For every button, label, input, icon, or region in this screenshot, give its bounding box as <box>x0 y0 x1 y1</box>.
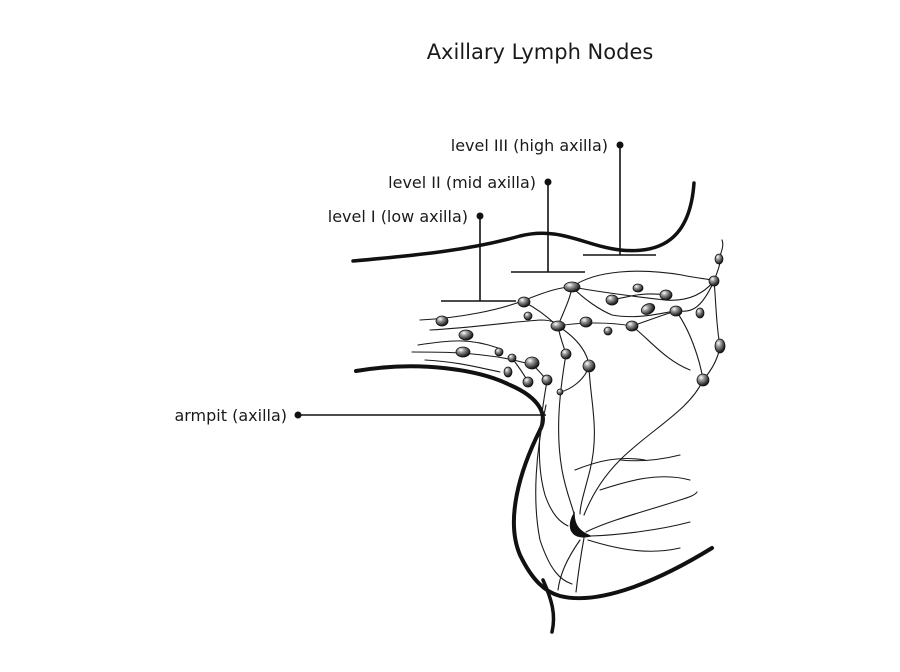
armpit-pointer <box>294 411 546 419</box>
level-1-label: level I (low axilla) <box>328 207 468 226</box>
level-2-label: level II (mid axilla) <box>388 173 536 192</box>
lymph-node-cluster <box>435 253 726 396</box>
level-1-pointer <box>441 212 516 302</box>
torso-outline <box>354 364 714 601</box>
diagram-title: Axillary Lymph Nodes <box>427 40 654 64</box>
level-3-pointer <box>583 141 656 256</box>
lymph-vessel-network <box>411 239 724 593</box>
torso-lower-edge <box>541 578 556 634</box>
shoulder-outline <box>351 181 696 263</box>
armpit-label: armpit (axilla) <box>174 406 287 425</box>
nipple-mark <box>569 511 593 538</box>
level-2-pointer <box>511 178 585 273</box>
level-3-label: level III (high axilla) <box>451 136 608 155</box>
